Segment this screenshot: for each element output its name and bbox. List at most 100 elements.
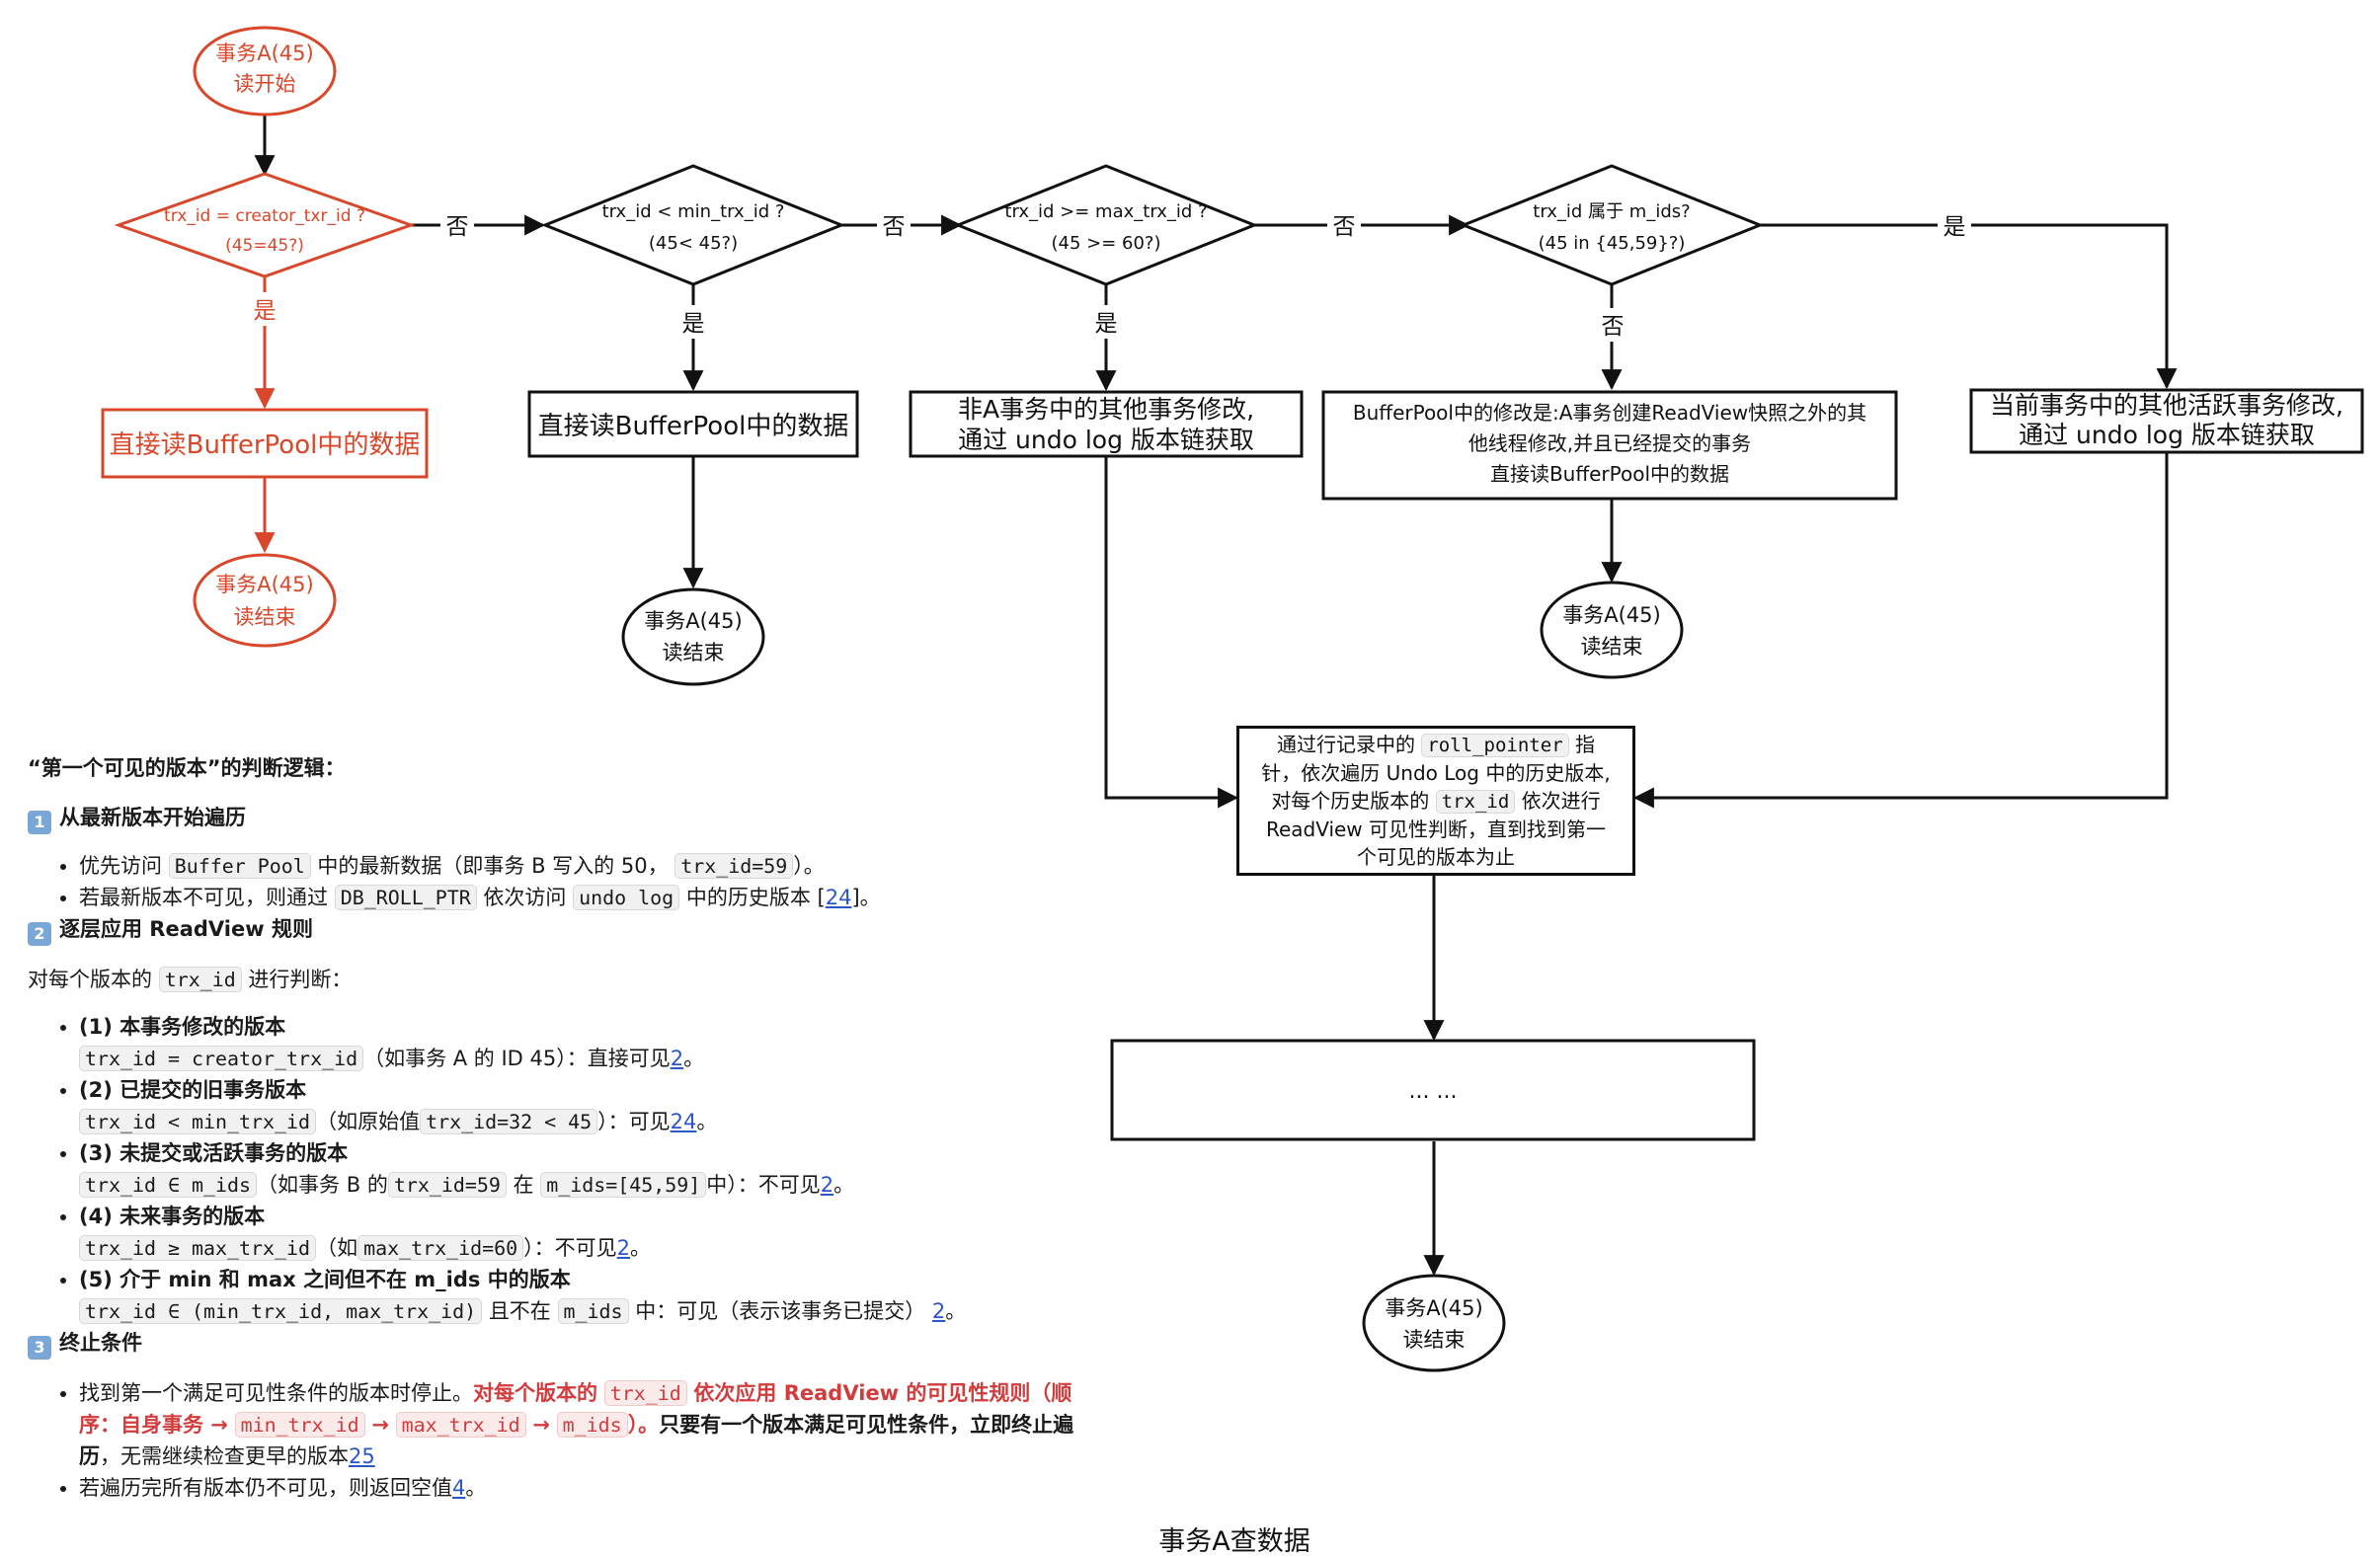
notes-code: trx_id=59 [674, 853, 794, 879]
citation-link[interactable]: 24 [825, 886, 852, 909]
process-p4-line3: 直接读BufferPool中的数据 [1490, 462, 1729, 486]
end-node-e2-line1: 事务A(45) [644, 609, 742, 633]
end-node-e3-line2: 读结束 [1581, 635, 1643, 659]
list-item: (2) 已提交的旧事务版本 trx_id < min_trx_id（如原始值tr… [79, 1074, 1074, 1137]
notes-text: 中：可见（表示该事务已提交） [635, 1299, 926, 1323]
rule-4-title: (4) 未来事务的版本 [79, 1205, 266, 1228]
decision-d1-line2: (45=45?) [225, 236, 304, 256]
edge-p3-to-p6 [1104, 456, 1239, 809]
citation-link[interactable]: 2 [616, 1236, 630, 1260]
notes-code: Buffer Pool [168, 853, 311, 879]
process-p3-line1: 非A事务中的其他事务修改, [958, 395, 1254, 424]
list-item: 若最新版本不可见，则通过 DB_ROLL_PTR 依次访问 undo log 中… [79, 882, 1074, 913]
citation-link[interactable]: 4 [452, 1476, 466, 1500]
notes-code: m_ids [557, 1298, 629, 1324]
rule-1-title: (1) 本事务修改的版本 [79, 1015, 286, 1039]
decision-d1: trx_id = creator_txr_id ? (45=45?) [114, 172, 416, 278]
list-item: 找到第一个满足可见性条件的版本时停止。对每个版本的 trx_id 依次应用 Re… [79, 1377, 1076, 1472]
citation-link[interactable]: 2 [820, 1173, 834, 1197]
decision-d1-line1: trx_id = creator_txr_id ? [164, 206, 365, 226]
process-p4: BufferPool中的修改是:A事务创建ReadView快照之外的其 他线程修… [1321, 390, 1898, 501]
citation-link[interactable]: 2 [670, 1047, 684, 1070]
notes-text: 依次访问 [483, 886, 567, 909]
notes-text: 中的历史版本 [ [685, 886, 826, 909]
notes-text: 进行判断： [248, 968, 353, 991]
notes-code-red: max_trx_id [395, 1412, 526, 1438]
end-node-e2: 事务A(45) 读结束 [621, 587, 765, 686]
end-node-e3: 事务A(45) 读结束 [1540, 581, 1684, 679]
end-node-e3-line1: 事务A(45) [1562, 603, 1660, 627]
end-node-e4-line2: 读结束 [1403, 1328, 1466, 1352]
edge-label-no-d3: 否 [1333, 214, 1356, 240]
process-p6-row5: 个可见的版本为止 [1357, 845, 1515, 869]
notes-text: 且不在 [488, 1299, 551, 1323]
rule-2-title: (2) 已提交的旧事务版本 [79, 1078, 307, 1102]
process-p4-line1: BufferPool中的修改是:A事务创建ReadView快照之外的其 [1353, 401, 1866, 425]
notes-text: 。 [630, 1236, 651, 1260]
notes-code: trx_id=32 < 45 [420, 1109, 598, 1134]
process-p2: 直接读BufferPool中的数据 [527, 390, 859, 458]
notes-text: 优先访问 [79, 854, 162, 878]
process-p3: 非A事务中的其他事务修改, 通过 undo log 版本链获取 [909, 390, 1304, 458]
notes-text: （如事务 B 的 [257, 1173, 388, 1197]
notes-section-3-list: 找到第一个满足可见性条件的版本时停止。对每个版本的 trx_id 依次应用 Re… [28, 1377, 1076, 1504]
notes-section-1-list: 优先访问 Buffer Pool 中的最新数据（即事务 B 写入的 50， tr… [28, 850, 1074, 913]
notes-text: 。 [465, 1476, 487, 1500]
process-p4-line2: 他线程修改,并且已经提交的事务 [1468, 431, 1751, 455]
notes-red-text: ）。 [627, 1413, 660, 1437]
notes-text: 。 [683, 1047, 705, 1070]
notes-section-1-title-text: 从最新版本开始遍历 [59, 806, 246, 829]
citation-link[interactable]: 25 [349, 1444, 375, 1468]
notes-red-text: → [371, 1413, 389, 1437]
process-p7: ... ... [1110, 1039, 1756, 1141]
end-node-e4: 事务A(45) 读结束 [1362, 1274, 1506, 1372]
start-node-line2: 读开始 [234, 72, 296, 96]
notes-red-text: → [532, 1413, 550, 1437]
diagram-caption: 事务A查数据 [1158, 1526, 1310, 1557]
notes-code: trx_id=59 [387, 1172, 507, 1198]
notes-code-red: min_trx_id [234, 1412, 365, 1438]
notes-code: trx_id = creator_trx_id [79, 1046, 364, 1071]
decision-d2-line1: trx_id < min_trx_id ? [602, 201, 785, 222]
end-node-e1-line1: 事务A(45) [215, 573, 313, 596]
rule-5-body: trx_id ∈ (min_trx_id, max_trx_id) 且不在 m_… [79, 1295, 1074, 1327]
notes-text: ）。 [793, 854, 825, 878]
notes-code: trx_id ≥ max_trx_id [79, 1235, 317, 1261]
edge-label-no-d4: 否 [1602, 314, 1625, 340]
notes-rules-list: (1) 本事务修改的版本 trx_id = creator_trx_id （如事务… [28, 1011, 1074, 1327]
rule-3-title: (3) 未提交或活跃事务的版本 [79, 1141, 349, 1165]
notes-text: 在 [513, 1173, 534, 1197]
notes-text: 若最新版本不可见，则通过 [79, 886, 328, 909]
notes-code-red: m_ids [556, 1412, 628, 1438]
notes-text: 。 [833, 1173, 855, 1197]
edge-p5-to-p6 [1632, 452, 2169, 809]
notes-section-2-badge: 2 [28, 922, 51, 946]
start-node: 事务A(45) 读开始 [193, 26, 337, 117]
process-p1-label: 直接读BufferPool中的数据 [110, 430, 421, 460]
notes-section-2-title: 2 逐层应用 ReadView 规则 [28, 913, 1074, 946]
edge-label-yes-d2: 是 [682, 311, 705, 337]
notes-heading: “第一个可见的版本”的判断逻辑： [28, 756, 346, 780]
process-p6-text4: 对每个历史版本的 [1271, 789, 1430, 813]
notes-text: 。 [696, 1110, 718, 1133]
notes-code: DB_ROLL_PTR [334, 885, 477, 910]
process-p6-row4: ReadView 可见性判断，直到找到第一 [1265, 818, 1607, 841]
notes-section-3-badge: 3 [28, 1336, 51, 1360]
notes-section-2-title-text: 逐层应用 ReadView 规则 [59, 917, 313, 941]
notes-section-1-badge: 1 [28, 811, 51, 834]
decision-d2: trx_id < min_trx_id ? (45< 45?) [540, 164, 846, 286]
notes-text: 找到第一个满足可见性条件的版本时停止。 [79, 1381, 473, 1405]
decision-d4: trx_id 属于 m_ids? (45 in {45,59}?) [1459, 164, 1765, 286]
edge-label-no-d2: 否 [883, 214, 906, 240]
notes-red-text: 依次应用 ReadView 的可见性规则（顺序：自身事务 → [79, 1381, 1072, 1437]
notes-code: undo log [573, 885, 680, 910]
list-item: 优先访问 Buffer Pool 中的最新数据（即事务 B 写入的 50， tr… [79, 850, 1074, 882]
list-item: (4) 未来事务的版本 trx_id ≥ max_trx_id（如max_trx… [79, 1201, 1074, 1264]
decision-d4-line1: trx_id 属于 m_ids? [1533, 201, 1690, 222]
citation-link[interactable]: 2 [931, 1299, 946, 1323]
process-p3-line2: 通过 undo log 版本链获取 [958, 426, 1254, 454]
notes-bold-text: 只要有一个版本满足可见性条件，立即终止遍历 [79, 1413, 1074, 1468]
citation-link[interactable]: 24 [670, 1110, 697, 1133]
